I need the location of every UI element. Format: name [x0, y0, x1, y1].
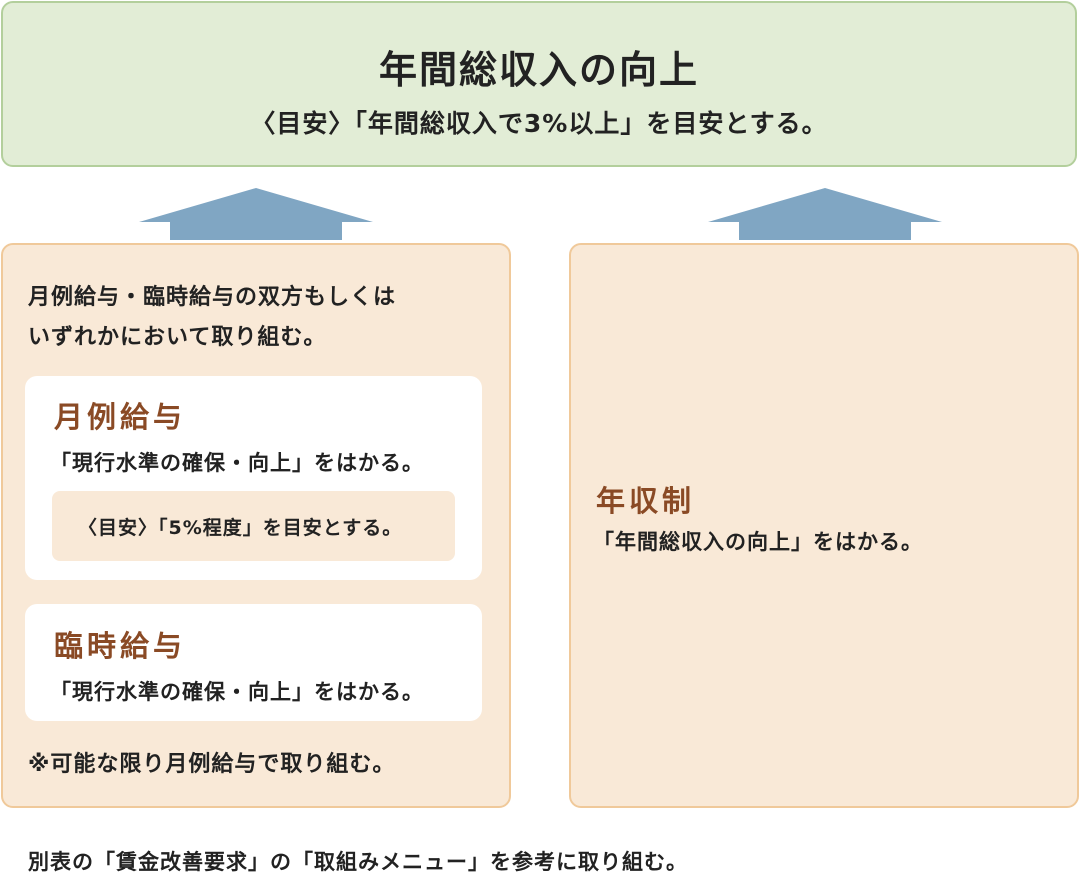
up-arrow-icon [139, 188, 373, 240]
goal-box: 年間総収入の向上 〈目安〉「年間総収入で3%以上」を目安とする。 [1, 1, 1077, 167]
monthly-guide-box [52, 491, 455, 561]
goal-title: 年間総収入の向上 [378, 48, 699, 92]
bonus-card [25, 604, 482, 721]
bonus-heading: 臨時給与 [54, 629, 187, 663]
right-heading: 年収制 [596, 484, 696, 518]
up-arrow-icon [708, 188, 942, 240]
intro-line: 月例給与・臨時給与の双方もしくは [28, 285, 397, 310]
left-intro: 月例給与・臨時給与の双方もしくは いずれかにおいて取り組む。 [28, 278, 396, 358]
monthly-text: 「現行水準の確保・向上」をはかる。 [50, 451, 424, 475]
monthly-heading: 月例給与 [54, 400, 187, 434]
monthly-guide: 〈目安〉「5%程度」を目安とする。 [78, 517, 403, 539]
goal-subtitle: 〈目安〉「年間総収入で3%以上」を目安とする。 [250, 109, 828, 138]
left-note: ※可能な限り月例給与で取り組む。 [28, 752, 396, 777]
right-panel [569, 243, 1079, 808]
intro-line: いずれかにおいて取り組む。 [28, 325, 327, 350]
bonus-text: 「現行水準の確保・向上」をはかる。 [50, 680, 424, 704]
right-text: 「年間総収入の向上」をはかる。 [593, 530, 923, 554]
footer-note: 別表の「賃金改善要求」の「取組みメニュー」を参考に取り組む。 [28, 850, 688, 874]
